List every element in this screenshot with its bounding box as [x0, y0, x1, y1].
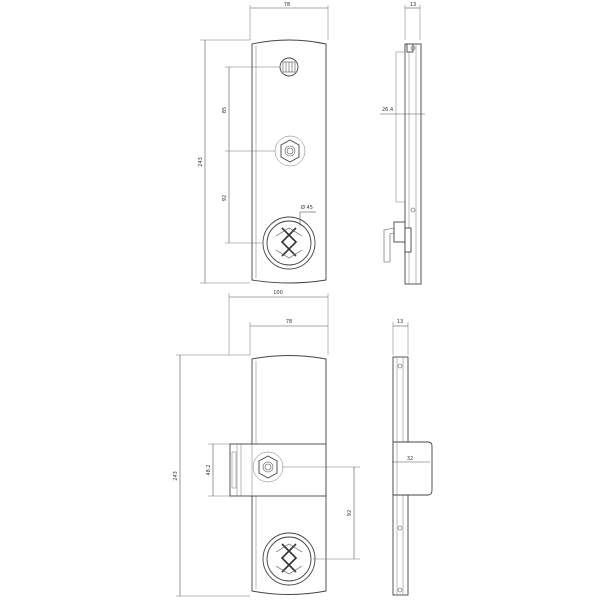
bottom-middle-block	[229, 443, 327, 497]
bottom-side-view: 13 32	[392, 319, 433, 596]
top-front-view: 78 Ø 45	[198, 2, 329, 284]
top-front-width-label: 78	[284, 2, 290, 8]
bottom-block-height-label: 48.2	[206, 464, 212, 475]
bottom-spacing-label: 92	[347, 510, 353, 516]
top-hole-diameter-label: Ø 45	[301, 204, 313, 211]
top-side-width-label: 13	[410, 2, 416, 8]
top-spacing-lower-label: 92	[222, 195, 228, 201]
top-large-lock-icon	[262, 216, 316, 270]
bottom-side-block	[392, 441, 433, 496]
top-spacing-upper-label: 85	[222, 107, 228, 113]
bottom-overall-width-label: 100	[273, 290, 283, 296]
bottom-height-label: 243	[173, 471, 179, 481]
bottom-middle-knob-icon	[252, 451, 284, 483]
top-middle-knob-icon	[274, 135, 306, 167]
bottom-front-width-label: 78	[286, 319, 292, 325]
side-handle-icon	[383, 221, 412, 263]
bottom-side-block-label: 32	[407, 456, 413, 462]
top-height-label: 243	[198, 157, 204, 167]
top-small-cylinder-icon	[279, 57, 299, 77]
bottom-front-view: 100 78 48.2	[173, 290, 360, 597]
bottom-large-lock-icon	[262, 532, 316, 586]
bottom-side-width-label: 13	[397, 319, 403, 325]
top-side-depth-label: 26.4	[382, 107, 393, 113]
top-side-view: 13 26.4	[380, 2, 425, 285]
